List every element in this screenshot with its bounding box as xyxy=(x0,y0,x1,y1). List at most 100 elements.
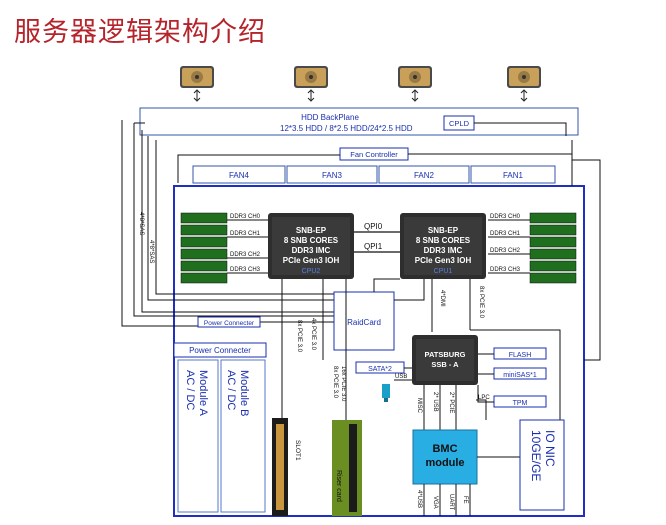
fan-controller: Fan Controller xyxy=(339,147,409,161)
bus-label: 2* USB xyxy=(432,392,438,412)
io-nic-line: 10GE/GE xyxy=(529,430,543,481)
sas-cables xyxy=(121,120,601,361)
bus-label: UART xyxy=(448,494,454,511)
backplane-label: HDD BackPlane xyxy=(301,113,359,122)
qpi-label: QPI1 xyxy=(364,242,383,251)
cpu1-name: CPU1 xyxy=(434,268,453,275)
pch-chip: PATSBURG SSB - A xyxy=(412,335,478,385)
bus-label: 8x PCIE 3.0 xyxy=(332,366,338,399)
io-nic-line: IO NIC xyxy=(543,430,557,467)
bus-label: 4*USB xyxy=(416,490,422,508)
ddr-label: DDR3 CH2 xyxy=(490,248,521,254)
hdd-icon xyxy=(398,66,432,102)
cpu2-name: CPU2 xyxy=(302,268,321,275)
cpu1-down-links xyxy=(431,279,561,420)
minisas-box: miniSAS*1 xyxy=(493,367,547,380)
page-title: 服务器逻辑架构介绍 xyxy=(14,17,266,48)
raid-card-label: RaidCard xyxy=(347,318,381,327)
ddr-label: DDR3 CH1 xyxy=(490,231,521,237)
slot1-label: SLOT1 xyxy=(294,440,301,461)
dimm-group-left: DDR3 CH0 DDR3 CH1 DDR3 CH2 DDR3 CH3 xyxy=(180,212,268,284)
sas-label: 4*8*SAS xyxy=(148,240,154,263)
cpu1-line: PCIe Gen3 IOH xyxy=(415,256,472,265)
bmc-module: BMC module xyxy=(412,429,478,485)
cpu1-line: DDR3 IMC xyxy=(424,246,463,255)
module-a-line: AC / DC xyxy=(184,370,196,410)
usb-icon xyxy=(382,384,390,402)
bus-label: 16x PCIE 3.0 xyxy=(340,366,346,402)
cpu1-chip: SNB-EP 8 SNB CORES DDR3 IMC PCIe Gen3 IO… xyxy=(400,213,486,279)
module-b-line: AC / DC xyxy=(225,370,237,410)
bmc-line: module xyxy=(425,457,464,469)
bus-label: 4x PCIE 3.0 xyxy=(310,318,316,351)
slot1: SLOT1 xyxy=(272,418,301,516)
qpi-links xyxy=(354,231,400,253)
flash-box: FLASH xyxy=(493,347,547,360)
cpu2-line: DDR3 IMC xyxy=(292,246,331,255)
power-connecter-small-label: Power Connecter xyxy=(204,320,255,327)
fan-2: FAN2 xyxy=(414,171,435,180)
hdd-icon xyxy=(180,66,214,102)
cpu2-pcie-lines xyxy=(281,279,347,420)
pch-bmc-links xyxy=(423,385,457,430)
cpld: CPLD xyxy=(443,115,475,131)
fan-row: FAN4 FAN3 FAN2 FAN1 xyxy=(192,165,556,184)
module-a-line: Module A xyxy=(197,370,209,417)
io-nic: IO NIC 10GE/GE xyxy=(519,419,565,511)
pch-line: PATSBURG xyxy=(425,350,466,359)
cpu1-line: SNB-EP xyxy=(428,226,459,235)
dimm-group-right: DDR3 CH0 DDR3 CH1 DDR3 CH2 DDR3 CH3 xyxy=(488,212,577,284)
ddr-label: DDR3 CH2 xyxy=(230,252,261,258)
hdd-backplane: HDD BackPlane 12*3.5 HDD / 8*2.5 HDD/24*… xyxy=(139,107,579,136)
power-connecter-label: Power Connecter xyxy=(189,346,251,355)
riser-label: Riser card xyxy=(335,470,342,502)
fan-4: FAN4 xyxy=(229,171,250,180)
fan-controller-label: Fan Controller xyxy=(350,150,398,159)
cpld-label: CPLD xyxy=(449,119,470,128)
ddr-label: DDR3 CH1 xyxy=(230,231,261,237)
bus-label: VGA xyxy=(432,496,438,509)
cpu2-line: SNB-EP xyxy=(296,226,327,235)
backplane-spec: 12*3.5 HDD / 8*2.5 HDD/24*2.5 HDD xyxy=(280,124,413,133)
riser-card: Riser card xyxy=(332,420,362,516)
tpm-label: TPM xyxy=(513,400,528,407)
sas-label: 4*8*SAS xyxy=(138,212,144,235)
power-connecter: Power Connecter xyxy=(173,342,267,358)
cpu1-line: 8 SNB CORES xyxy=(416,236,471,245)
usb-label: USB xyxy=(395,374,407,380)
module-b-line: Module B xyxy=(238,370,250,416)
bus-label: MISC xyxy=(416,398,422,414)
raid-card: RaidCard xyxy=(333,291,395,351)
sata-label: SATA*2 xyxy=(368,366,392,373)
power-connecter-small: Power Connecter xyxy=(197,316,261,328)
bus-label: 4*DMI xyxy=(439,290,445,307)
qpi-label: QPI0 xyxy=(364,222,383,231)
power-module-b: Module B AC / DC xyxy=(220,359,266,513)
pch-line: SSB - A xyxy=(431,360,459,369)
bus-label: 2* PCIE xyxy=(448,392,454,413)
minisas-label: miniSAS*1 xyxy=(503,372,537,379)
sata-box: SATA*2 xyxy=(355,361,405,374)
ddr-label: DDR3 CH0 xyxy=(490,214,521,220)
fan-1: FAN1 xyxy=(503,171,524,180)
bmc-line: BMC xyxy=(432,443,457,455)
fan-3: FAN3 xyxy=(322,171,343,180)
ddr-label: DDR3 CH0 xyxy=(230,214,261,220)
bus-label: 8x PCIE 3.0 xyxy=(478,286,484,319)
ddr-label: DDR3 CH3 xyxy=(230,267,261,273)
bmc-down-links xyxy=(423,484,471,516)
lpc-label: LPC xyxy=(478,395,490,401)
tpm-box: TPM xyxy=(493,395,547,408)
raid-links xyxy=(373,278,425,301)
hdd-icon xyxy=(507,66,541,102)
bus-label: FE xyxy=(462,496,468,504)
flash-label: FLASH xyxy=(509,352,532,359)
power-module-a: Module A AC / DC xyxy=(177,359,219,513)
pch-side-links xyxy=(476,353,494,420)
hdd-icon xyxy=(294,66,328,102)
ddr-label: DDR3 CH3 xyxy=(490,267,521,273)
bus-label: 8x PCIE 3.0 xyxy=(296,320,302,353)
cpu2-line: 8 SNB CORES xyxy=(284,236,339,245)
cpu2-line: PCIe Gen3 IOH xyxy=(283,256,340,265)
cpu2-chip: SNB-EP 8 SNB CORES DDR3 IMC PCIe Gen3 IO… xyxy=(268,213,354,279)
